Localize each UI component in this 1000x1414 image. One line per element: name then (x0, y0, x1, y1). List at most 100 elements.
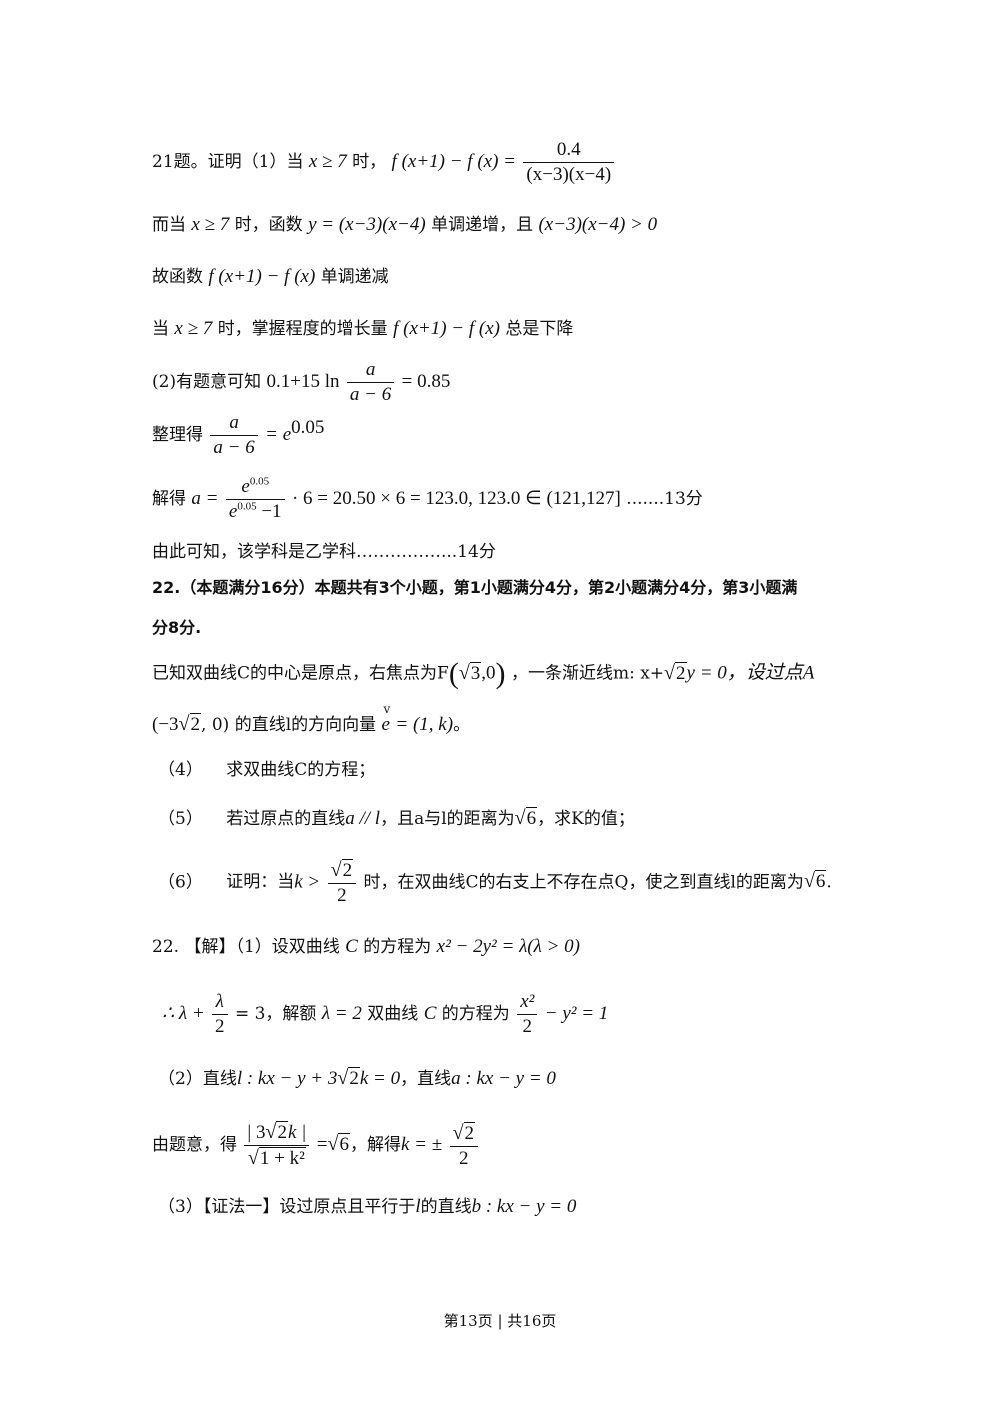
q21-p4-den-exp: 0.05 (237, 500, 257, 513)
q21-line-2: 而当 x ≥ 7 时，函数 y = (x−3)(x−4) 单调递增，且 (x−3… (152, 214, 657, 237)
q21-p4-fraction: e0.05 e0.05 −1 (225, 475, 285, 524)
sol-l4-frac1: | 3√2k | √1 + k² (244, 1120, 310, 1171)
q22-paren-close: ) (495, 657, 506, 690)
sol-line-3: （2）直线l : kx − y + 3√2k = 0，直线a : kx − y … (158, 1066, 556, 1091)
q21-p2-fraction: a a − 6 (346, 358, 395, 407)
q21-part3: 整理得 a a − 6 = e0.05 (152, 411, 324, 460)
sol-l2-frac1: λ 2 (212, 990, 228, 1039)
q22-i4-text: 求双曲线C的方程； (226, 760, 376, 780)
sol-l3-rad: 2 (348, 1067, 360, 1089)
sol-l2-num2: x² (517, 990, 538, 1015)
sol-l4-num-rad: 2 (276, 1121, 288, 1143)
q21-l4-d: f (x+1) − f (x) (393, 318, 500, 339)
q22-i6-rad: 6 (814, 870, 827, 893)
sol-l5-b: l (415, 1196, 421, 1217)
q21-p4-num-exp: 0.05 (249, 475, 270, 488)
sol-l3-a: （2）直线 (158, 1069, 237, 1089)
q21-p4-c: · 6 = 20.50 × 6 = 123.0, 123.0 ∈ (121,12… (291, 487, 621, 509)
sol-l3-b: l : kx − y + 3 (236, 1068, 338, 1089)
q21-line-4: 当 x ≥ 7 时，掌握程度的增长量 f (x+1) − f (x) 总是下降 (152, 318, 573, 341)
sol-line-1: 22. 【解】（1）设双曲线 C 的方程为 x² − 2y² = λ(λ > 0… (152, 936, 580, 959)
q22-sqrt-3: √3 (458, 661, 482, 684)
q21-part5: 由此可知，该学科是乙学科……………...14分 (152, 542, 496, 562)
q22-i6-num: （6） (158, 872, 203, 893)
q22-s1-c: ，一条渐近线m: x+ (510, 663, 665, 684)
q22-i5-a: 若过原点的直线 (226, 809, 346, 829)
sol-l4-num2-rad: 2 (463, 1121, 476, 1144)
sol-l2-den2: 2 (522, 1015, 533, 1037)
sol-l5-d: b : kx − y = 0 (471, 1196, 577, 1217)
q21-p4-b: a = (191, 487, 219, 509)
q21-p3-den: a − 6 (213, 436, 255, 458)
q21-condition: x ≥ 7 (308, 150, 347, 172)
q22-s2-sqrt: √2 (178, 713, 202, 735)
q22-i5-sqrt: √6 (514, 807, 538, 829)
q22-i6-num-rad: 2 (341, 859, 354, 881)
q22-i6-sqrt: √6 (803, 870, 827, 893)
q21-p4-den-tail: −1 (256, 500, 282, 522)
sol-l4-den2: 2 (459, 1147, 469, 1169)
q22-s1-d: y = 0，设过点A (686, 662, 815, 684)
page-footer: 第13页 | 共16页 (443, 1312, 557, 1330)
sol-line-2: ∴ λ + λ 2 = 3，解额 λ = 2 双曲线 C 的方程为 x² 2 −… (162, 990, 608, 1039)
sol-l4-num-a: | 3 (247, 1122, 266, 1143)
q22-s2-d: 。 (453, 715, 471, 735)
q22-s2-a: (−3 (152, 714, 179, 735)
q21-fraction-num: 0.4 (523, 138, 615, 163)
sol-l4-num-b: k | (287, 1122, 307, 1143)
q22-s2-b: , 0) 的直线l的方向向量 (201, 715, 377, 735)
q21-fraction: 0.4 (x−3)(x−4) (523, 138, 615, 187)
q21-p3-fraction: a a − 6 (210, 411, 258, 460)
q21-p3-a: 整理得 (152, 424, 203, 445)
q21-p2-num: a (346, 358, 395, 383)
sol-l2-den: 2 (215, 1015, 225, 1037)
q21-l3-c: 单调递减 (320, 267, 389, 287)
sol-l1-d: x² − 2y² = λ(λ > 0) (436, 936, 581, 957)
q21-line-3: 故函数 f (x+1) − f (x) 单调递减 (152, 266, 389, 289)
q22-sqrt-2: √2 (664, 661, 687, 684)
q21-l3-a: 故函数 (152, 267, 203, 287)
sol-l2-num: λ (212, 990, 228, 1015)
q21-p4-num: e (241, 476, 250, 497)
q21-l2-c: 时，函数 (234, 215, 303, 235)
q21-l4-e: 总是下降 (505, 319, 574, 339)
sol-l4-a: 由题意，得 (152, 1135, 237, 1155)
q22-i5-rad: 6 (525, 807, 538, 829)
q22-s2-rad: 2 (189, 713, 202, 735)
sol-l2-g: − y² = 1 (544, 1002, 609, 1024)
q21-l2-f: (x−3)(x−4) > 0 (538, 214, 658, 235)
q22-header-2: 分8分. (152, 618, 202, 637)
q22-i6-fraction: √2 2 (327, 858, 357, 908)
sol-l2-b: = 3，解额 (234, 1003, 317, 1024)
sol-l1-a: 22. 【解】（1）设双曲线 (152, 937, 340, 957)
q22-header-1: 22.（本题满分16分）本题共有3个小题，第1小题满分4分，第2小题满分4分，第… (152, 578, 798, 597)
q21-part2: (2)有题意可知 0.1+15 ln a a − 6 = 0.85 (152, 358, 450, 407)
sol-l1-b: C (345, 936, 358, 957)
q21-part4: 解得 a = e0.05 e0.05 −1 · 6 = 20.50 × 6 = … (152, 475, 703, 524)
q21-p4-den: e (228, 500, 238, 522)
q22-i6-d: . (826, 872, 832, 893)
q22-s1-rad: 3 (469, 661, 482, 684)
q21-fraction-den: (x−3)(x−4) (526, 163, 612, 185)
sol-l3-e: a : kx − y = 0 (451, 1068, 556, 1089)
sol-l4-frac2: √2 2 (449, 1121, 479, 1171)
q22-item-6: （6） 证明：当k > √2 2 时，在双曲线C的右支上不存在点Q，使之到直线l… (158, 858, 832, 908)
q22-s1-rad2: 2 (675, 661, 687, 684)
vector-arrow-icon: v (383, 702, 391, 716)
q21-l3-b: f (x+1) − f (x) (208, 266, 316, 287)
q21-difference: f (x+1) − f (x) = (391, 150, 516, 172)
sol-l1-c: 的方程为 (363, 937, 432, 957)
q21-p3-exp: 0.05 (291, 417, 325, 439)
q22-s1-b: ,0 (481, 662, 496, 684)
q21-p3-b: = e (265, 423, 292, 445)
sol-l5-a: （3）【证法一】设过原点且平行于 (158, 1197, 416, 1217)
q22-item-5: （5） 若过原点的直线a // l，且a与l的距离为√6，求K的值； (158, 806, 635, 831)
sol-l4-sqrt: √6 (327, 1133, 350, 1155)
q22-s2-c: = (1, k) (395, 714, 454, 735)
q22-paren-open: ( (448, 657, 459, 690)
q21-p2-b: 0.1+15 ln (266, 370, 340, 392)
q21-p5: 由此可知，该学科是乙学科……………...14分 (152, 542, 496, 562)
sol-line-4: 由题意，得 | 3√2k | √1 + k² =√6，解得k = ± √2 2 (152, 1120, 480, 1171)
